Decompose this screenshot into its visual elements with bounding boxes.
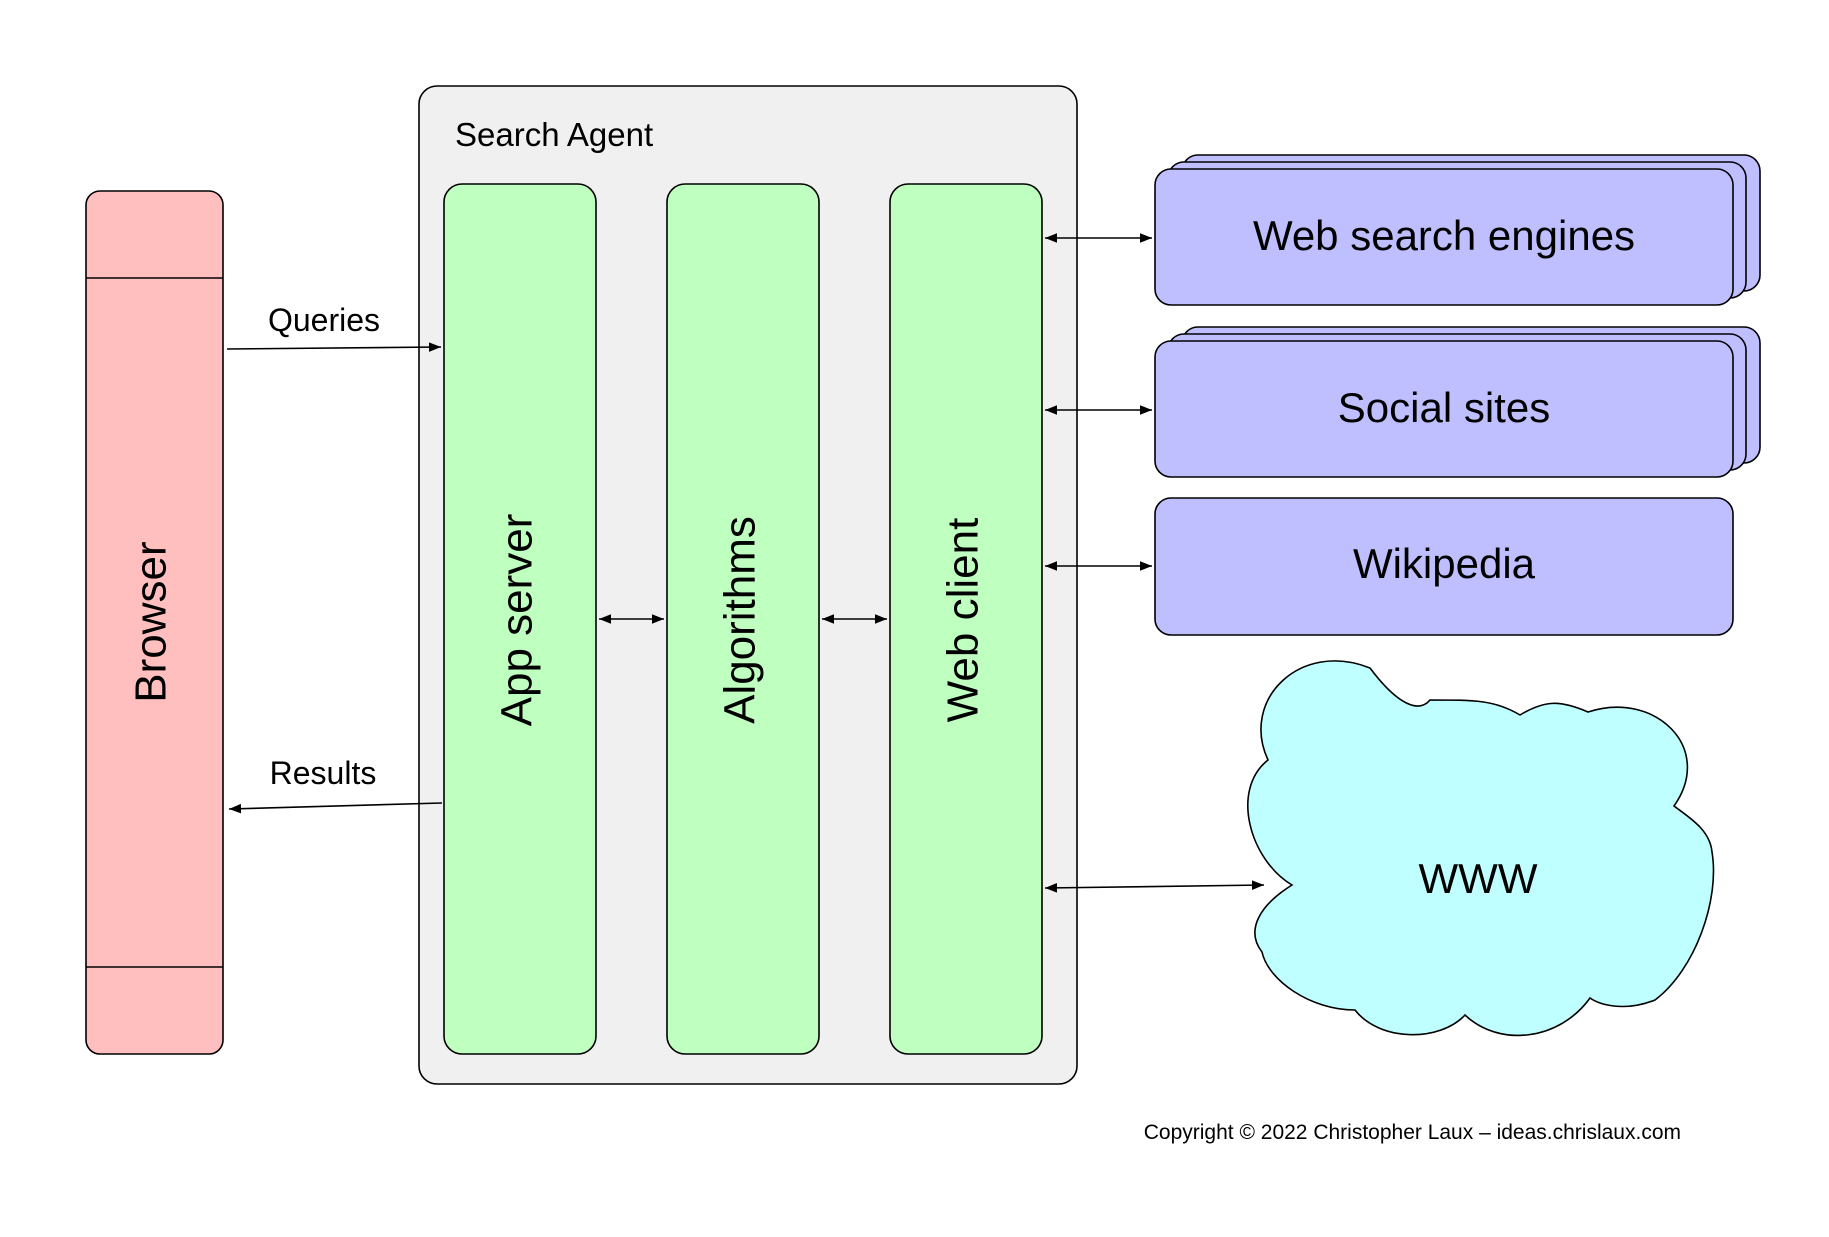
app-server-box (443, 183, 597, 1055)
queries-arrow (226, 342, 442, 352)
wikipedia-node: Wikipedia (1154, 497, 1734, 636)
app-server-label: App server (493, 514, 542, 727)
algorithms-box (666, 183, 820, 1055)
www-label: WWW (1419, 855, 1538, 902)
wikipedia-card (1154, 497, 1734, 636)
connectors: Queries Results (226, 233, 1265, 893)
algorithms-label: Algorithms (716, 516, 765, 724)
queries-label: Queries (268, 302, 380, 338)
results-label: Results (270, 755, 377, 791)
results-arrow (228, 802, 443, 814)
browser-node: Browser (85, 190, 224, 1055)
web-search-engines-front-card (1154, 168, 1734, 306)
wikipedia-label: Wikipedia (1353, 540, 1536, 587)
web-search-engines-label: Web search engines (1253, 212, 1635, 259)
www-cloud-shape (1247, 660, 1715, 1037)
copyright-notice: Copyright © 2022 Christopher Laux – idea… (1144, 1121, 1681, 1144)
webclient-www-arrow (1044, 880, 1265, 893)
social-sites-label: Social sites (1338, 384, 1550, 431)
browser-box (85, 190, 224, 1055)
search-agent-container: Search Agent App server Algorithms Web c… (418, 85, 1078, 1085)
web-search-engines-node: Web search engines (1154, 154, 1761, 306)
web-client-component: Web client (889, 183, 1043, 1055)
algorithms-component: Algorithms (666, 183, 820, 1055)
app-server-component: App server (443, 183, 597, 1055)
search-agent-title: Search Agent (455, 116, 653, 153)
social-sites-front-card (1154, 340, 1734, 478)
web-client-box (889, 183, 1043, 1055)
social-sites-node: Social sites (1154, 326, 1761, 478)
web-client-label: Web client (939, 518, 988, 723)
www-cloud-node: WWW (1247, 660, 1715, 1037)
browser-label: Browser (127, 541, 176, 702)
